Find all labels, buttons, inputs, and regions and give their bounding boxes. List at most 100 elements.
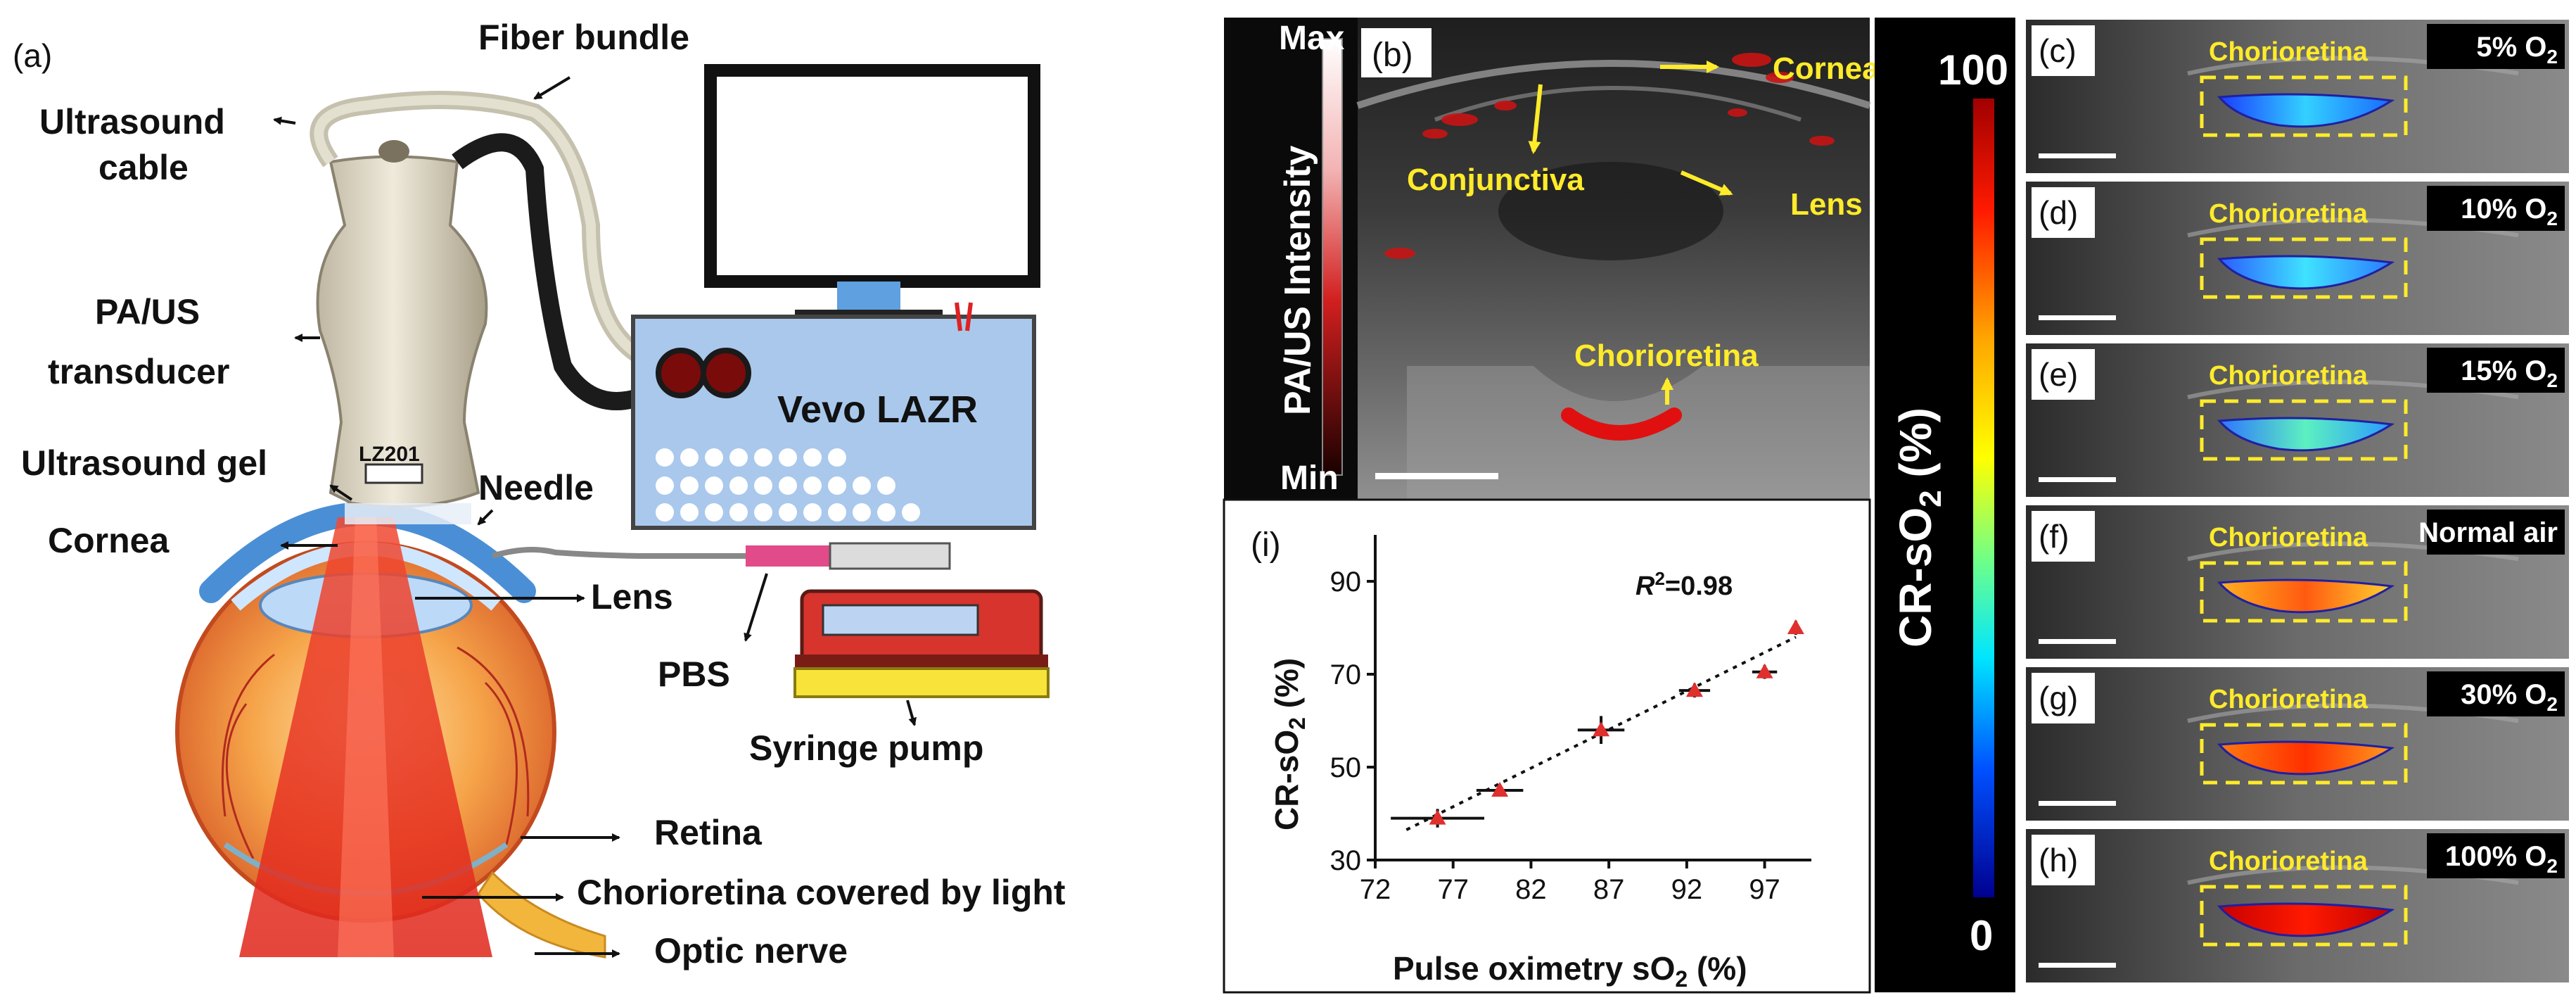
vevo-lazr-label: Vevo LAZR [777,388,978,431]
y-tick-label: 90 [1330,567,1362,598]
panel-b: Max Min PA/US Intensity (b) Cornea Conju… [1224,18,1880,500]
transducer-label: transducer [48,352,229,391]
region-label: Chorioretina [2209,37,2368,67]
retina-label: Retina [654,813,763,852]
lens-label: Lens [591,577,673,617]
roi-box [2200,561,2408,623]
panel-i: (i) 72 77 82 87 92 97 30 50 70 90 CR-sO2 (%) Puls… [1223,498,1871,994]
condition-label: 10% O2 [2461,194,2558,229]
scale-bar [2039,963,2116,968]
pa-colorbar-min: Min [1280,460,1339,497]
chorioretina-signal [1561,407,1682,441]
panel-i-tag: (i) [1251,526,1281,564]
so2-colorbar-group: 100 0 CR-sO2 (%) [1875,18,2015,992]
fiber-bundle [452,133,699,410]
pbs-label: PBS [658,655,730,694]
so2-colorbar-title: CR-sO2 (%) [1890,407,1948,647]
pa-colorbar-title: PA/US Intensity [1277,146,1318,415]
panel-h: (h) 100% O2 Chorioretina [2026,829,2569,982]
chorioretina-so2-map [2217,579,2395,614]
x-tick-label: 82 [1515,874,1547,905]
scale-bar [2039,639,2116,644]
region-label: Chorioretina [2209,847,2368,876]
syringe-pump [746,542,1050,698]
x-axis-title: Pulse oximetry sO2 (%) [1393,950,1747,992]
panel-a-tag: (a) [13,37,52,74]
lz201-label: LZ201 [359,443,420,466]
ultrasound-label: Ultrasound [39,102,225,141]
scale-bar [2039,153,2116,158]
condition-label: 30% O2 [2461,679,2558,715]
needle-label: Needle [478,468,594,507]
condition-label: Normal air [2418,517,2558,548]
scale-bar-b [1375,473,1498,479]
panel-e: (e) 15% O2 Chorioretina [2026,343,2569,497]
condition-label: 15% O2 [2461,355,2558,391]
chorioretina-so2-map [2217,255,2395,290]
data-point [1756,663,1773,678]
panel-a: (a) LZ201 [13,18,1066,971]
y-tick-label: 30 [1330,845,1362,876]
lz201-window [364,463,423,484]
y-tick-label: 70 [1330,659,1362,690]
vevo-lazr-system: Vevo LAZR [631,302,1036,530]
panel-tag: (e) [2039,356,2078,393]
region-label: Chorioretina [2209,361,2368,391]
region-label: Chorioretina [2209,199,2368,229]
chorioretina-so2-map [2217,93,2395,128]
lens-b-label: Lens [1790,187,1863,222]
x-tick-label: 87 [1593,874,1625,905]
x-tick-label: 92 [1671,874,1703,905]
so2-colorbar-bottom: 0 [1970,912,1993,959]
x-tick-label: 77 [1437,874,1469,905]
pa-us-label: PA/US [95,292,200,331]
roi-box [2200,237,2408,299]
syringe-pump-label: Syringe pump [749,728,983,768]
data-point [1429,809,1446,825]
data-point [1787,619,1804,634]
scale-bar [2039,315,2116,320]
x-tick-label: 97 [1749,874,1780,905]
pa-colorbar-max: Max [1279,20,1345,57]
so2-colorbar-top: 100 [1938,46,2008,94]
optic-nerve-label: Optic nerve [654,931,848,971]
pa-us-transducer: LZ201 [316,140,488,524]
scatter-chart: 72 77 82 87 92 97 30 50 70 90 [1330,535,1811,905]
x-tick-label: 72 [1360,874,1391,905]
condition-label: 5% O2 [2476,32,2558,68]
panel-tag: (f) [2039,518,2069,555]
needle [491,547,746,559]
chorioretina-so2-map [2217,902,2395,937]
chorioretina-so2-map [2217,417,2395,452]
condition-label: 100% O2 [2445,841,2558,877]
y-tick-label: 50 [1330,752,1362,783]
eye-illustration [175,502,606,959]
panel-b-tag: (b) [1372,37,1413,74]
monitor [704,64,1040,322]
data-point [1593,721,1610,737]
y-axis-title: CR-sO2 (%) [1268,658,1310,830]
fiber-bundle-label: Fiber bundle [478,18,689,57]
conjunctiva-label: Conjunctiva [1407,163,1584,197]
data-point [1491,782,1509,797]
ultrasound-gel-label: Ultrasound gel [21,443,267,483]
roi-box [2200,399,2408,461]
pa-colorbar [1322,38,1343,476]
data-point [1685,682,1703,697]
chorioretina-light-label: Chorioretina covered by light [577,873,1066,912]
panel-c: (c) 5% O2 Chorioretina [2026,20,2569,173]
panel-tag: (h) [2039,842,2078,878]
panel-tag: (c) [2039,32,2077,69]
cable-label: cable [98,148,189,187]
ultrasound-gel [345,503,471,524]
roi-box [2200,885,2408,947]
chorioretina-so2-map [2217,740,2395,776]
r-squared-annotation: R2=0.98 [1635,568,1733,601]
cornea-b-label: Cornea [1773,51,1880,86]
roi-box [2200,723,2408,785]
